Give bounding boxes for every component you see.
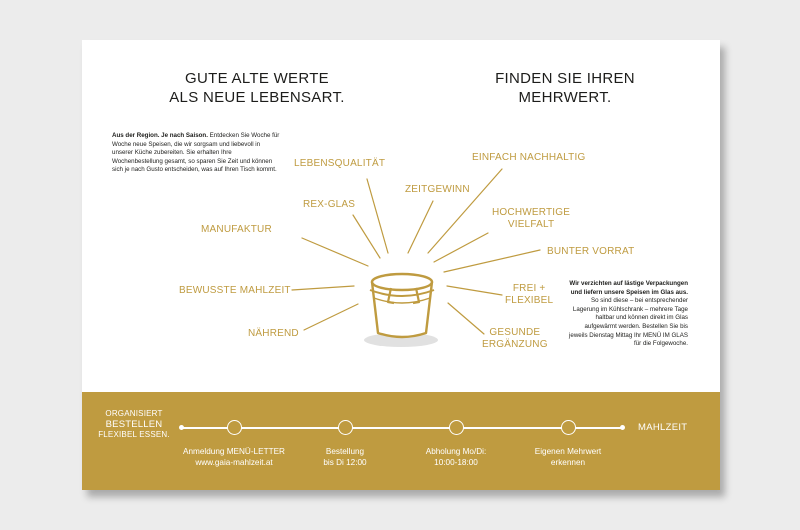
- timeline-step-4-line1: Eigenen Mehrwert: [534, 447, 602, 456]
- intro-text: Entdecken Sie Woche für Woche neue Speis…: [112, 132, 280, 174]
- timeline-step-3-line2: 10:00-18:00: [434, 458, 478, 467]
- timeline-step-2-line1: Bestellung: [325, 447, 365, 456]
- intro-bold: Aus der Region. Je nach Saison.: [112, 132, 208, 139]
- label-flexibel: FREI + FLEXIBEL: [505, 283, 553, 307]
- label-ergaenzung-line1: GESUNDE: [489, 327, 541, 338]
- ray-naehrend: [303, 303, 359, 331]
- timeline-step-1: Anmeldung MENÜ-LETTER www.gaia-mahlzeit.…: [179, 446, 289, 468]
- heading-left-line2: ALS NEUE LEBENSART.: [169, 89, 345, 106]
- label-lebensqualitaet: LEBENSQUALITÄT: [294, 158, 386, 169]
- note-bold: Wir verzichten auf lästige Verpackungen …: [569, 280, 688, 296]
- timeline-step-4-line2: erkennen: [550, 458, 586, 467]
- flyer-card: GUTE ALTE WERTE ALS NEUE LEBENSART. FIND…: [82, 40, 720, 490]
- benefit-rays: [291, 168, 541, 347]
- ray-ergaenzung: [447, 302, 485, 335]
- heading-right-line1: FINDEN SIE IHREN: [495, 70, 635, 87]
- timeline-label-line2: BESTELLEN: [105, 419, 163, 430]
- label-zeitgewinn: ZEITGEWINN: [405, 184, 470, 195]
- heading-right: FINDEN SIE IHREN MEHRWERT.: [450, 69, 680, 107]
- timeline-step-2-line2: bis Di 12:00: [323, 458, 367, 467]
- timeline-step-3-marker: [449, 420, 464, 435]
- timeline-step-4: Eigenen Mehrwert erkennen: [513, 446, 623, 468]
- timeline-label-line3: FLEXIBEL ESSEN.: [98, 430, 170, 439]
- ray-hochwertige: [433, 232, 489, 263]
- timeline-step-3-line1: Abholung Mo/Di:: [425, 447, 487, 456]
- timeline-step-1-line2: www.gaia-mahlzeit.at: [195, 458, 273, 467]
- timeline-label-line1: ORGANISIERT: [105, 409, 163, 418]
- label-flexibel-line1: FREI +: [512, 283, 546, 294]
- label-manufaktur: MANUFAKTUR: [201, 224, 272, 235]
- label-nachhaltig: EINFACH NACHHALTIG: [472, 152, 586, 163]
- label-vorrat: BUNTER VORRAT: [547, 246, 635, 257]
- note-paragraph: Wir verzichten auf lästige Verpackungen …: [568, 280, 688, 349]
- timeline-step-3: Abholung Mo/Di: 10:00-18:00: [401, 446, 511, 468]
- timeline-step-4-marker: [561, 420, 576, 435]
- timeline-label: ORGANISIERT BESTELLEN FLEXIBEL ESSEN.: [94, 409, 174, 440]
- label-ergaenzung-line2: ERGÄNZUNG: [482, 339, 548, 350]
- ray-mahlzeit: [291, 285, 355, 291]
- label-mahlzeit: BEWUSSTE MAHLZEIT: [179, 285, 291, 296]
- ray-flexibel: [446, 285, 503, 296]
- heading-right-line2: MEHRWERT.: [518, 89, 612, 106]
- label-flexibel-line2: FLEXIBEL: [505, 295, 554, 306]
- timeline-band: ORGANISIERT BESTELLEN FLEXIBEL ESSEN. MA…: [82, 392, 720, 490]
- note-text: So sind diese – bei entsprechender Lager…: [569, 297, 688, 348]
- heading-left: GUTE ALTE WERTE ALS NEUE LEBENSART.: [142, 69, 372, 107]
- timeline-start-dot: [179, 425, 184, 430]
- intro-paragraph: Aus der Region. Je nach Saison. Entdecke…: [112, 132, 280, 175]
- ray-lebensqualitaet: [366, 178, 389, 254]
- ray-zeitgewinn: [407, 200, 434, 254]
- timeline-step-2: Bestellung bis Di 12:00: [290, 446, 400, 468]
- timeline-step-1-line1: Anmeldung MENÜ-LETTER: [183, 447, 285, 456]
- timeline-end-label: MAHLZEIT: [638, 422, 688, 433]
- ray-manufaktur: [301, 237, 369, 267]
- ray-rexglas: [352, 214, 381, 259]
- glass-jar-icon: [364, 272, 438, 347]
- timeline-line: [181, 427, 623, 429]
- label-ergaenzung: GESUNDE ERGÄNZUNG: [482, 327, 548, 351]
- ray-vorrat: [443, 249, 541, 273]
- ray-nachhaltig: [427, 168, 503, 254]
- label-rexglas: REX-GLAS: [303, 199, 356, 210]
- timeline-step-2-marker: [338, 420, 353, 435]
- heading-left-line1: GUTE ALTE WERTE: [185, 70, 329, 87]
- label-hochwertige-line1: HOCHWERTIGE: [492, 207, 571, 218]
- label-hochwertige-line2: VIELFALT: [507, 219, 555, 230]
- label-naehrend: NÄHREND: [248, 328, 299, 339]
- timeline-end-dot: [620, 425, 625, 430]
- timeline-step-1-marker: [227, 420, 242, 435]
- label-hochwertige: HOCHWERTIGE VIELFALT: [492, 207, 570, 231]
